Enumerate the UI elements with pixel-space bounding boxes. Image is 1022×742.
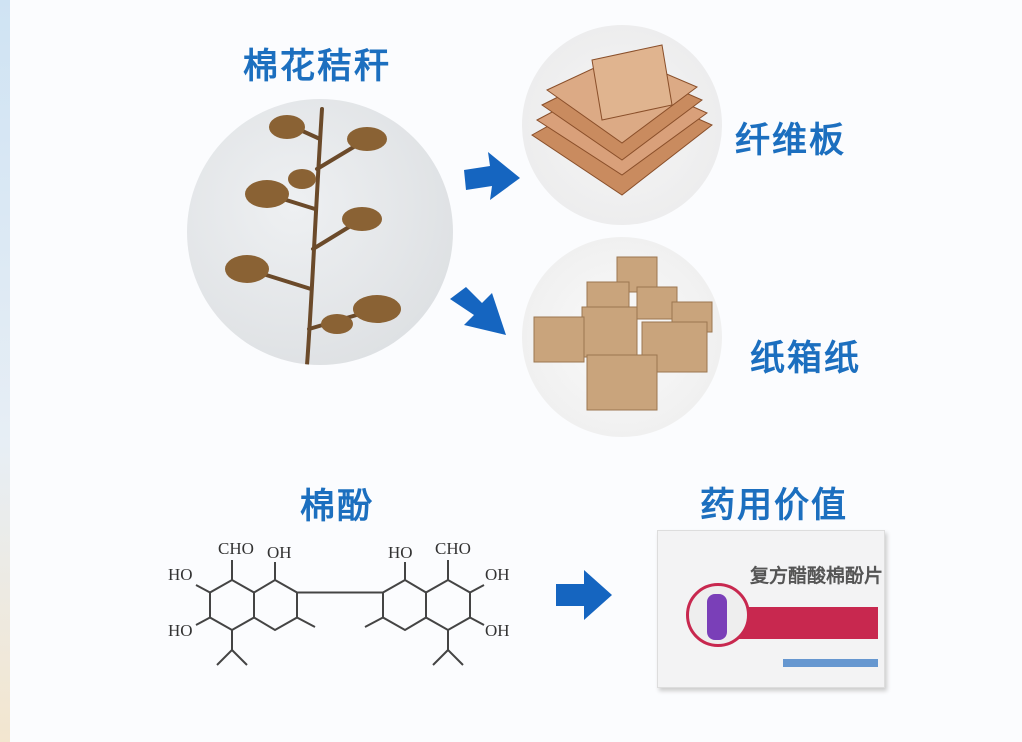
arrow-to-carton-icon — [450, 287, 506, 335]
medicine-box-image: 复方醋酸棉酚片 — [657, 530, 885, 688]
gossypol-structure: CHO OH HO HO HO CHO OH OH — [168, 539, 510, 666]
arrow-to-fiberboard-icon — [464, 152, 520, 200]
fiberboard-label: 纤维板 — [735, 121, 847, 161]
medicinal-value-label: 药用价值 — [700, 486, 849, 526]
carton-boxes-image — [522, 237, 722, 437]
medicine-red-band — [728, 607, 878, 639]
cotton-stalk-image — [187, 99, 453, 365]
cotton-stalk-label: 棉花秸秆 — [243, 47, 392, 87]
left-edge-decoration — [0, 0, 10, 742]
medicine-name: 复方醋酸棉酚片 — [750, 565, 884, 587]
medicine-figure — [686, 583, 750, 647]
oh-right-2: OH — [485, 621, 510, 640]
carton-paper-label: 纸箱纸 — [750, 339, 862, 379]
arrow-to-medicine-icon — [556, 570, 612, 620]
ho-left-2: HO — [168, 621, 193, 640]
fiberboard-image — [522, 25, 722, 225]
oh-left: OH — [267, 543, 292, 562]
ho-right: HO — [388, 543, 413, 562]
gossypol-label: 棉酚 — [300, 487, 375, 527]
oh-right-1: OH — [485, 565, 510, 584]
manufacturer-strip — [783, 659, 878, 667]
cho-right: CHO — [435, 539, 471, 558]
ho-left-1: HO — [168, 565, 193, 584]
cho-left: CHO — [218, 539, 254, 558]
